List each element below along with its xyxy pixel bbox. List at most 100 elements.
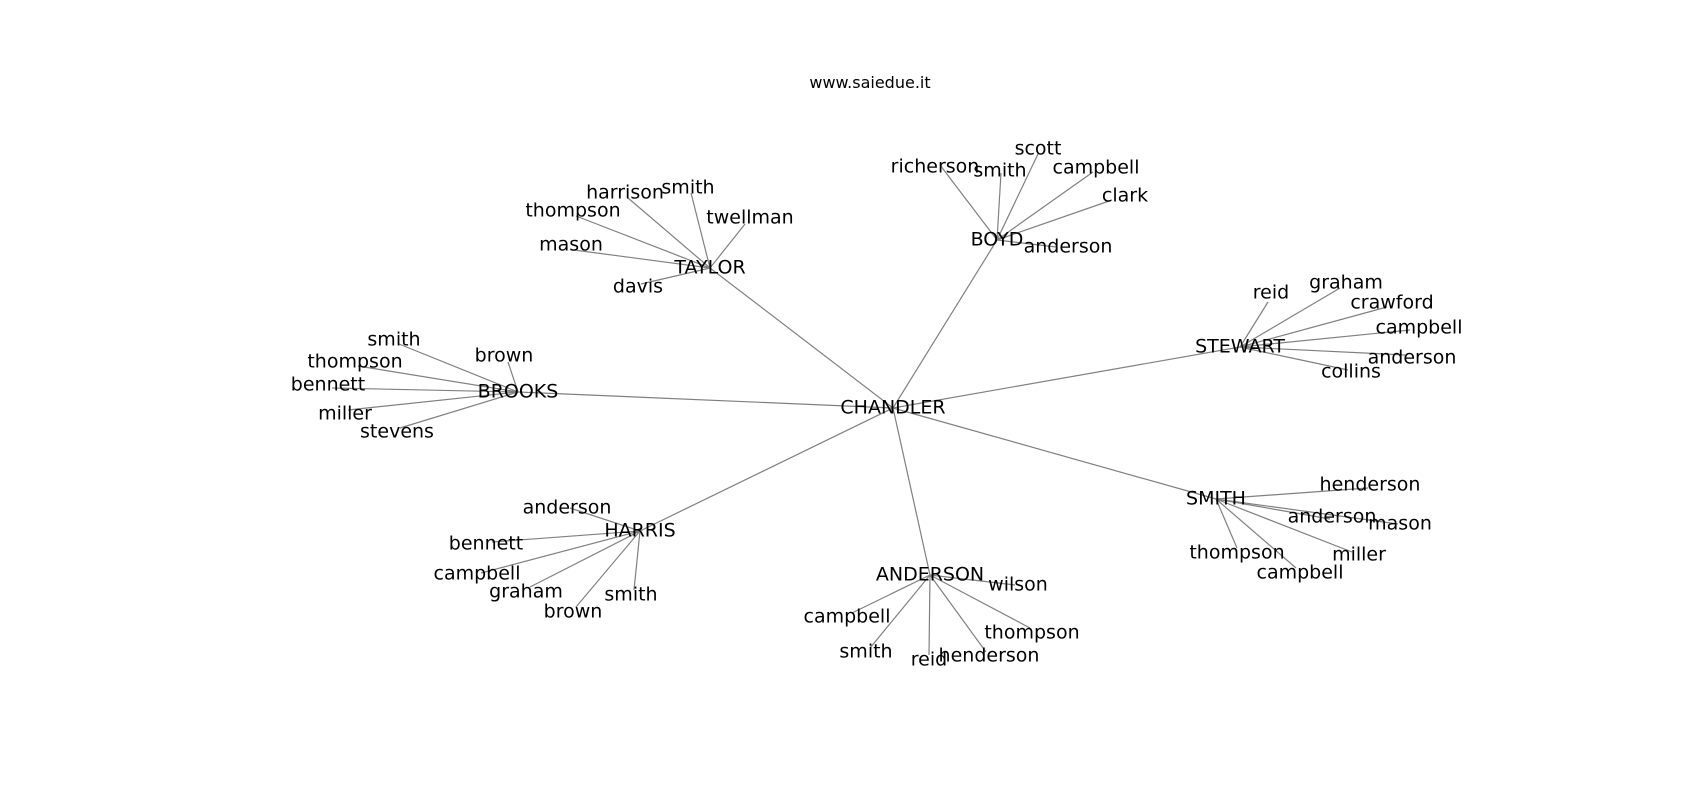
edge-hub-to-leaf (399, 391, 519, 429)
leaf-node-label: anderson (523, 497, 612, 519)
edge-hub-to-leaf (996, 153, 1039, 241)
edge-hub-to-leaf (851, 574, 931, 614)
edge-hub-to-leaf (357, 365, 519, 393)
leaf-node-label: twellman (706, 207, 793, 229)
edge-hub-to-leaf (939, 164, 998, 241)
leaf-node-label: henderson (939, 645, 1040, 667)
leaf-node-label: smith (839, 641, 892, 663)
leaf-node-label: campbell (804, 606, 891, 628)
edge-root-to-hub (892, 346, 1241, 409)
edge-hub-to-leaf (507, 361, 519, 393)
edge-hub-to-leaf (996, 199, 1113, 241)
edge-hub-to-leaf (996, 172, 1002, 241)
edge-hub-to-leaf (1239, 287, 1341, 348)
edge-hub-to-leaf (1215, 498, 1331, 520)
hub-node-label: ANDERSON (876, 564, 984, 586)
edge-hub-to-leaf (575, 530, 641, 608)
edge-hub-to-leaf (929, 574, 1016, 586)
leaf-node-label: bennett (449, 533, 523, 555)
edge-hub-to-leaf (1239, 306, 1388, 348)
leaf-node-label: reid (1253, 282, 1289, 304)
leaf-node-label: campbell (1376, 317, 1463, 339)
leaf-node-label: bennett (291, 374, 365, 396)
edges-layer (331, 153, 1411, 656)
edge-root-to-hub (639, 407, 894, 532)
edge-hub-to-leaf (633, 530, 641, 591)
hub-node-label: BROOKS (478, 381, 559, 403)
leaf-node-label: brown (544, 601, 603, 623)
edge-hub-to-leaf (480, 530, 641, 574)
leaf-node-label: brown (475, 345, 534, 367)
edge-root-to-hub (892, 239, 998, 409)
edge-hub-to-leaf (529, 530, 641, 588)
leaf-node-label: collins (1321, 361, 1381, 383)
edge-hub-to-leaf (869, 574, 931, 649)
edge-hub-to-leaf (1239, 301, 1269, 348)
edge-hub-to-leaf (627, 197, 711, 269)
leaf-node-label: harrison (586, 182, 664, 204)
edge-hub-to-leaf (573, 249, 711, 269)
edge-hub-to-leaf (575, 215, 711, 269)
leaf-node-label: mason (1368, 513, 1432, 535)
leaf-node-label: graham (1309, 272, 1383, 294)
leaf-node-label: smith (604, 584, 657, 606)
edge-hub-to-leaf (640, 267, 711, 285)
edge-hub-to-leaf (398, 343, 519, 393)
leaf-node-label: miller (1332, 544, 1386, 566)
hub-node-label: BOYD (971, 229, 1024, 251)
leaf-node-label: campbell (434, 563, 521, 585)
leaf-node-label: thompson (307, 351, 402, 373)
leaf-node-label: richerson (891, 156, 980, 178)
edge-hub-to-leaf (1215, 498, 1399, 525)
leaf-node-label: graham (489, 581, 563, 603)
root-node-label: CHANDLER (840, 397, 945, 419)
edge-hub-to-leaf (996, 171, 1094, 241)
leaf-node-label: davis (613, 276, 663, 298)
edge-hub-to-leaf (1239, 346, 1406, 356)
leaf-node-label: thompson (984, 622, 1079, 644)
edge-hub-to-leaf (331, 387, 519, 393)
leaf-node-label: stevens (360, 421, 434, 443)
edge-hub-to-leaf (347, 391, 519, 411)
leaf-node-label: campbell (1257, 562, 1344, 584)
hub-node-label: STEWART (1195, 336, 1285, 358)
edge-hub-to-leaf (996, 239, 1057, 248)
edge-hub-to-leaf (929, 574, 1031, 629)
edge-root-to-hub (892, 407, 931, 576)
edge-root-to-hub (892, 407, 1217, 500)
leaf-node-label: anderson (1024, 236, 1113, 258)
leaf-node-label: henderson (1320, 474, 1421, 496)
leaf-node-label: smith (973, 160, 1026, 182)
edge-hub-to-leaf (569, 507, 641, 532)
edge-hub-to-leaf (1215, 498, 1297, 569)
leaf-node-label: campbell (1053, 157, 1140, 179)
hub-node-label: TAYLOR (673, 257, 745, 279)
edge-root-to-hub (517, 391, 894, 409)
edge-hub-to-leaf (1239, 346, 1349, 371)
edge-hub-to-leaf (929, 574, 987, 653)
leaf-node-label: anderson (1288, 506, 1377, 528)
leaf-node-label: miller (318, 403, 372, 425)
leaf-node-label: reid (911, 649, 947, 671)
leaf-node-label: smith (661, 177, 714, 199)
leaf-node-label: smith (367, 329, 420, 351)
leaf-node-label: clark (1102, 185, 1148, 207)
edge-hub-to-leaf (491, 530, 641, 543)
edge-hub-to-leaf (1239, 329, 1411, 348)
hub-node-label: SMITH (1186, 488, 1246, 510)
source-label: www.saiedue.it (809, 73, 930, 92)
leaf-node-label: crawford (1350, 292, 1433, 314)
edge-hub-to-leaf (709, 223, 746, 269)
leaf-node-label: mason (539, 234, 603, 256)
leaf-node-label: wilson (988, 574, 1048, 596)
leaf-node-label: scott (1015, 138, 1062, 160)
edge-hub-to-leaf (1215, 487, 1369, 500)
edge-hub-to-leaf (1215, 498, 1353, 553)
edge-root-to-hub (709, 267, 894, 409)
leaf-node-label: thompson (525, 200, 620, 222)
leaf-node-label: anderson (1368, 347, 1457, 369)
edge-hub-to-leaf (690, 192, 711, 269)
hub-node-label: HARRIS (604, 520, 675, 542)
